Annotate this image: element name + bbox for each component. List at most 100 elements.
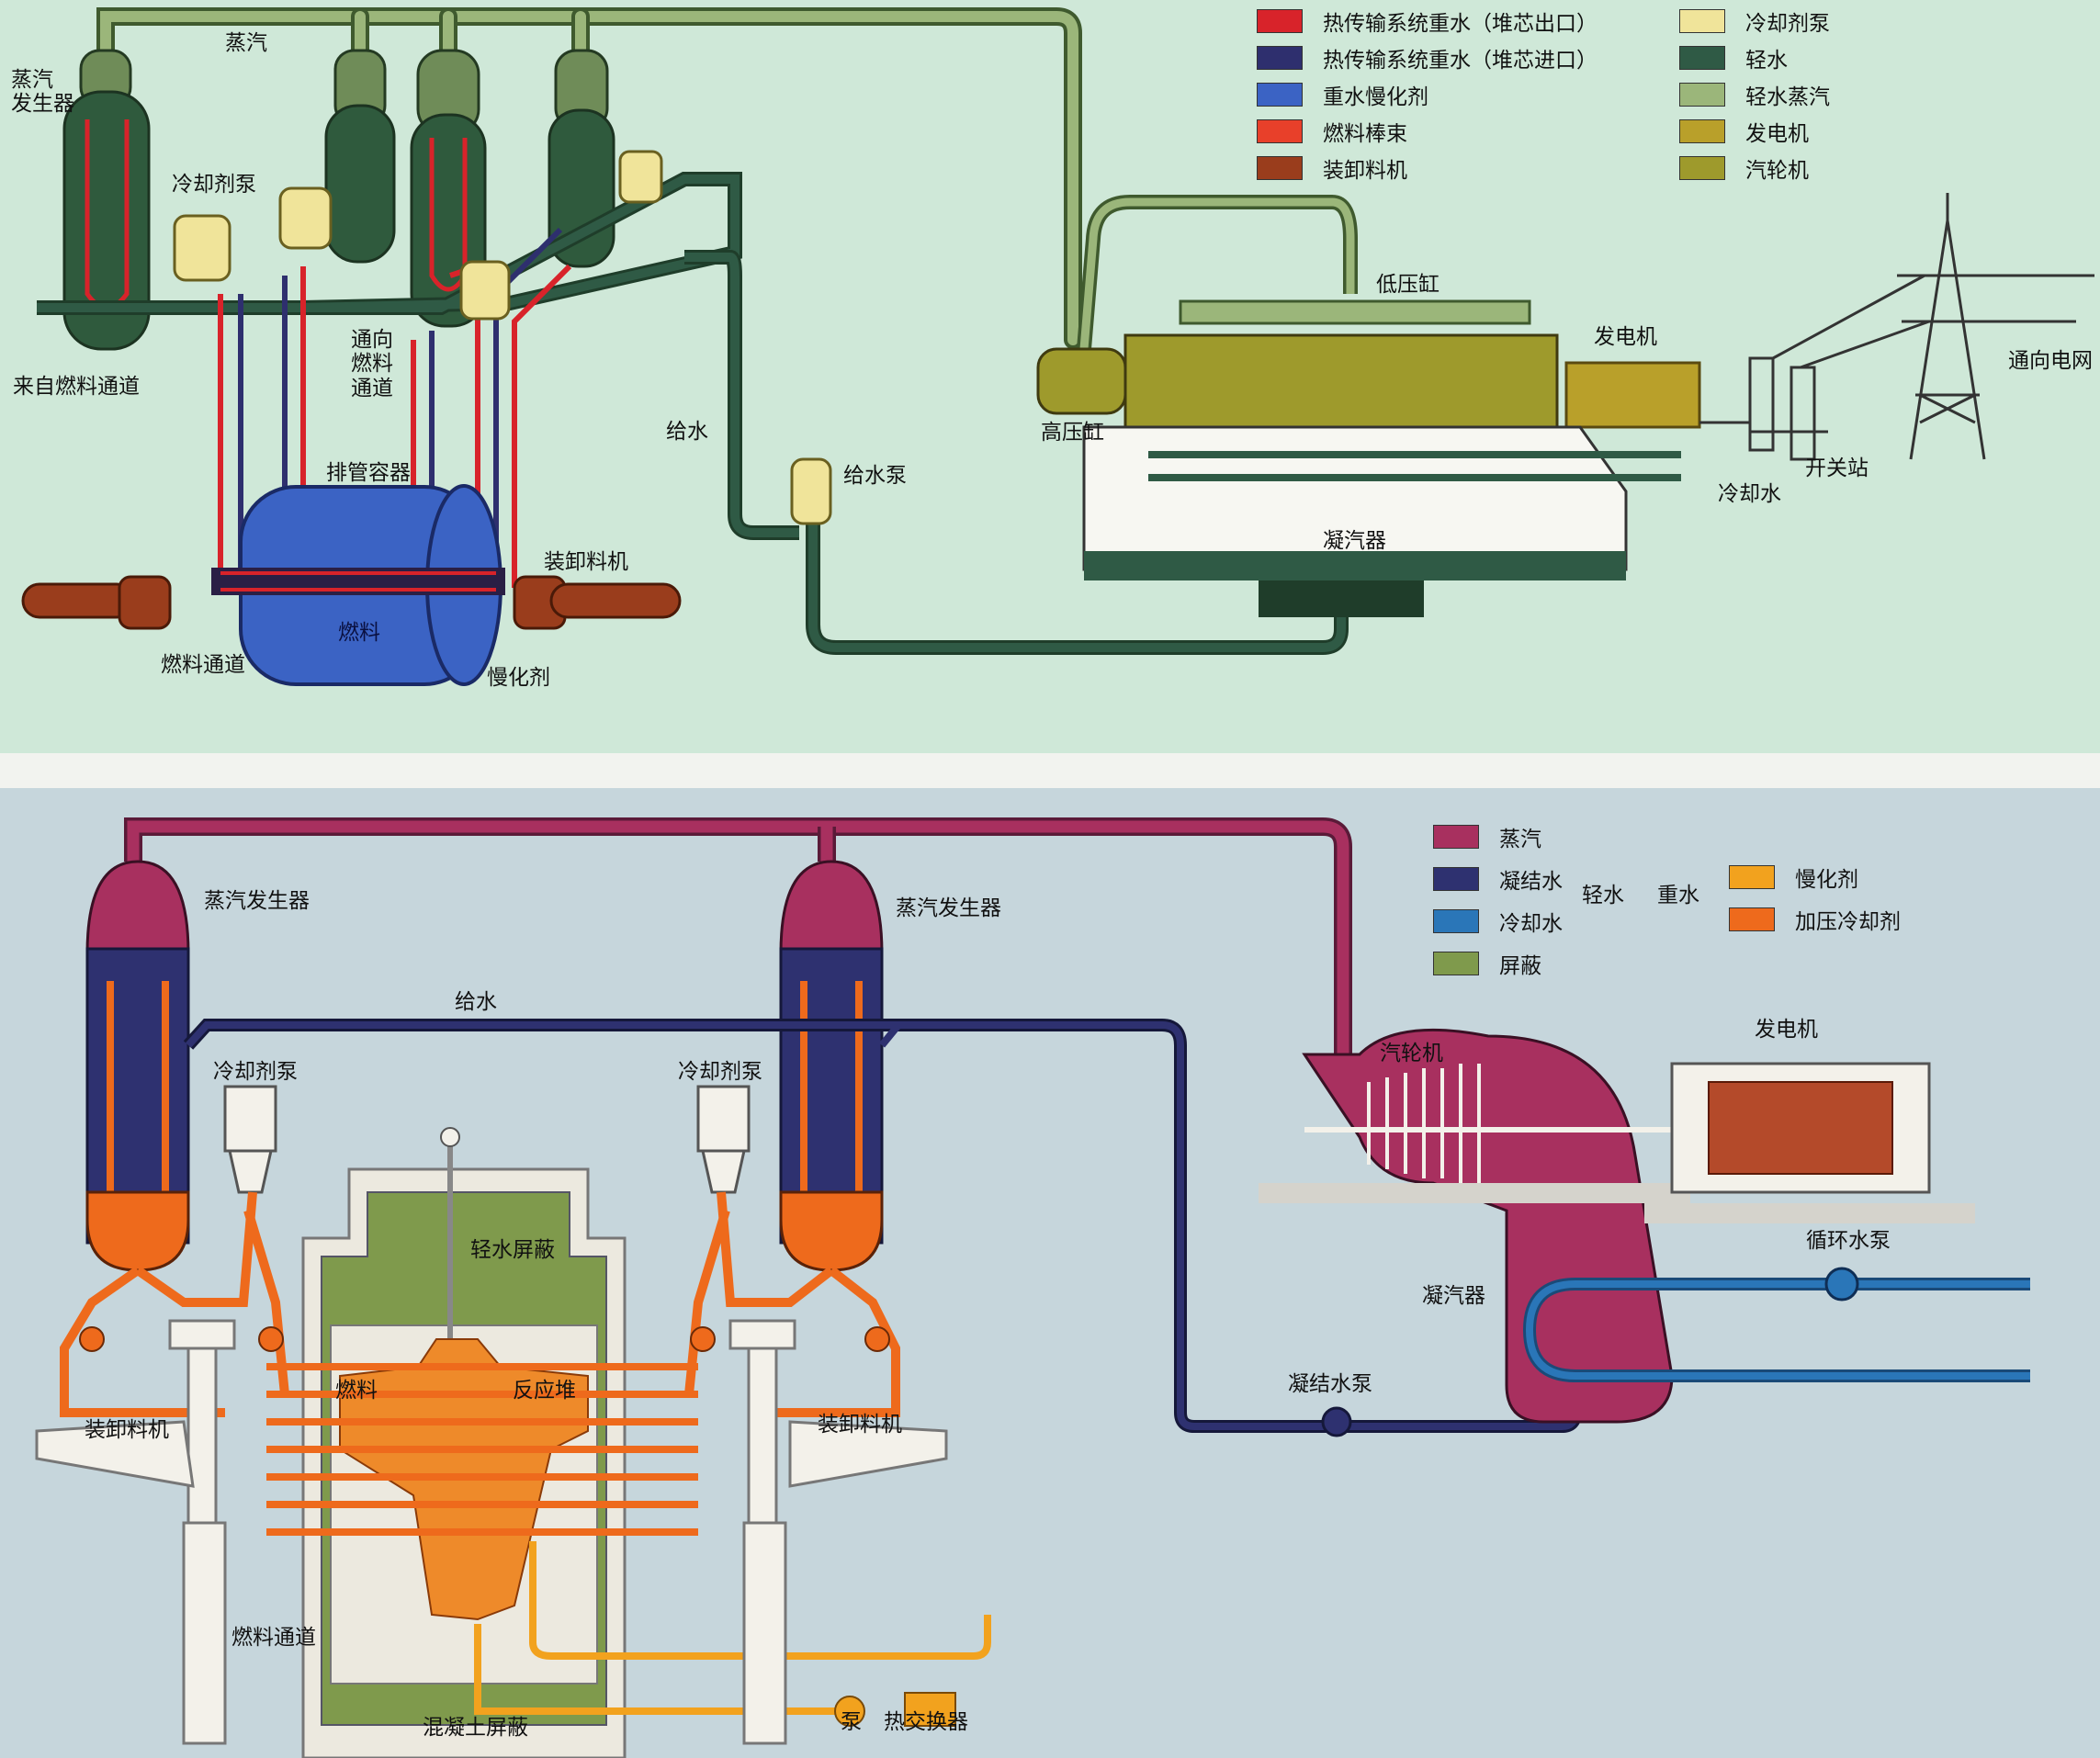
label-generator: 发电机: [1755, 1018, 1818, 1042]
legend-item: 冷却水: [1433, 906, 1563, 937]
legend-item: 冷却剂泵: [1679, 6, 1830, 37]
legend-label: 加压冷却剂: [1795, 910, 1901, 934]
label-steam: 蒸汽: [225, 31, 267, 55]
label-steam-generator: 蒸汽 发生器: [11, 68, 74, 117]
label-feedwater: 给水: [455, 990, 497, 1014]
legend-swatch: [1679, 46, 1725, 70]
label-from-fuel-channel: 来自燃料通道: [13, 375, 140, 399]
legend-item: 热传输系统重水（堆芯出口）: [1257, 6, 1598, 37]
steam-header-pipe: [96, 6, 1082, 349]
legend-swatch: [1433, 825, 1479, 849]
label-heat-exchanger: 热交换器: [884, 1710, 968, 1734]
legend-swatch: [1679, 83, 1725, 107]
label-coolant-pump: 冷却剂泵: [172, 173, 256, 197]
legend-swatch: [1257, 119, 1303, 143]
label-pump: 泵: [841, 1710, 862, 1734]
legend-label: 热传输系统重水（堆芯出口）: [1323, 12, 1598, 36]
legend-item: 汽轮机: [1679, 152, 1809, 184]
legend-label: 冷却水: [1499, 912, 1563, 936]
bottom-fueling-machines: [35, 1319, 948, 1745]
legend-swatch: [1257, 9, 1303, 33]
label-high-pressure-cylinder: 高压缸: [1041, 421, 1104, 445]
label-low-pressure-cylinder: 低压缸: [1376, 273, 1440, 297]
label-switchyard: 开关站: [1805, 456, 1869, 480]
legend-item: 加压冷却剂: [1729, 904, 1901, 935]
label-turbine: 汽轮机: [1380, 1042, 1443, 1065]
reactor-shielding: [301, 1127, 627, 1758]
label-header-vessel: 排管容器: [326, 461, 411, 485]
top-coolant-pumps: [173, 150, 663, 321]
legend-item: 装卸料机: [1257, 152, 1407, 184]
legend-swatch: [1679, 9, 1725, 33]
legend-swatch: [1257, 83, 1303, 107]
legend-label: 蒸汽: [1499, 828, 1541, 851]
legend-swatch: [1679, 119, 1725, 143]
legend-label: 装卸料机: [1323, 159, 1407, 183]
coolant-loop-outline: [79, 1326, 890, 1352]
legend-label: 发电机: [1745, 122, 1809, 146]
legend-swatch: [1729, 907, 1775, 931]
legend-item: 热传输系统重水（堆芯进口）: [1257, 42, 1598, 73]
label-fuel: 燃料: [338, 621, 380, 645]
legend-group-light-water: 轻水: [1582, 884, 1624, 907]
label-concrete-shield: 混凝土屏蔽: [423, 1716, 528, 1740]
label-generator: 发电机: [1594, 325, 1657, 349]
legend-label: 慢化剂: [1795, 868, 1858, 892]
label-reactor: 反应堆: [513, 1379, 576, 1403]
label-fuel-channel: 燃料通道: [231, 1626, 316, 1650]
label-coolant-pump-left: 冷却剂泵: [213, 1060, 298, 1084]
legend-swatch: [1257, 156, 1303, 180]
legend-label: 燃料棒束: [1323, 122, 1407, 146]
top-panel-pressure-tube-reactor: 热传输系统重水（堆芯出口）热传输系统重水（堆芯进口）重水慢化剂燃料棒束装卸料机 …: [0, 0, 2100, 753]
top-feedwater-pump: [790, 457, 832, 525]
bottom-coolant-pumps: [223, 1085, 751, 1194]
label-moderator: 慢化剂: [487, 666, 550, 690]
legend-item: 屏蔽: [1433, 948, 1541, 979]
legend-item: 蒸汽: [1433, 821, 1541, 852]
label-to-grid: 通向电网: [2008, 349, 2093, 373]
bottom-diagram-drawing: [35, 817, 2030, 1758]
legend-swatch: [1679, 156, 1725, 180]
legend-item: 凝结水: [1433, 863, 1563, 895]
label-steam-generator-right: 蒸汽发生器: [896, 896, 1001, 920]
steam-generators: [62, 49, 615, 351]
legend-group-heavy-water: 重水: [1657, 884, 1699, 907]
label-to-fuel-channel: 通向 燃料 通道: [351, 328, 393, 400]
label-feedwater: 给水: [666, 420, 708, 444]
label-cooling-water: 冷却水: [1718, 482, 1781, 506]
switchyard-and-pylon: [1699, 193, 2094, 461]
label-light-water-shield: 轻水屏蔽: [470, 1238, 555, 1262]
label-fueling-machine: 装卸料机: [544, 550, 628, 574]
legend-label: 轻水蒸汽: [1745, 85, 1830, 109]
legend-swatch: [1433, 909, 1479, 933]
legend-item: 轻水蒸汽: [1679, 79, 1830, 110]
legend-label: 凝结水: [1499, 870, 1563, 894]
fuel-channels: [266, 1363, 698, 1536]
calandria-vessel: [211, 484, 505, 686]
bottom-steam-generators: [85, 860, 884, 1272]
legend-label: 汽轮机: [1745, 159, 1809, 183]
label-condensate-pump: 凝结水泵: [1288, 1372, 1372, 1396]
top-diagram-drawing: [21, 6, 2094, 686]
label-fuel: 燃料: [335, 1379, 378, 1403]
label-coolant-pump-right: 冷却剂泵: [678, 1060, 762, 1084]
label-steam-generator-left: 蒸汽发生器: [204, 889, 310, 913]
legend-label: 冷却剂泵: [1745, 12, 1830, 36]
legend-swatch: [1433, 867, 1479, 891]
legend-swatch: [1257, 46, 1303, 70]
top-fueling-machines: [21, 575, 682, 630]
steam-line: [124, 817, 1352, 1064]
label-fueling-machine-right: 装卸料机: [818, 1413, 902, 1437]
legend-item: 发电机: [1679, 116, 1809, 147]
legend-item: 慢化剂: [1729, 862, 1858, 893]
legend-item: 燃料棒束: [1257, 116, 1407, 147]
legend-label: 轻水: [1745, 49, 1788, 73]
legend-item: 重水慢化剂: [1257, 79, 1428, 110]
legend-swatch: [1729, 865, 1775, 889]
legend-label: 热传输系统重水（堆芯进口）: [1323, 49, 1598, 73]
label-condenser: 凝汽器: [1323, 529, 1386, 553]
bottom-panel-candu-loop: 蒸汽凝结水冷却水屏蔽 轻水 重水 慢化剂加压冷却剂 蒸汽发生器 蒸汽发生器 给水…: [0, 788, 2100, 1758]
legend-label: 屏蔽: [1499, 954, 1541, 978]
label-feedwater-pump: 给水泵: [843, 464, 907, 488]
turbine-generator-condenser: [1259, 1028, 2030, 1437]
